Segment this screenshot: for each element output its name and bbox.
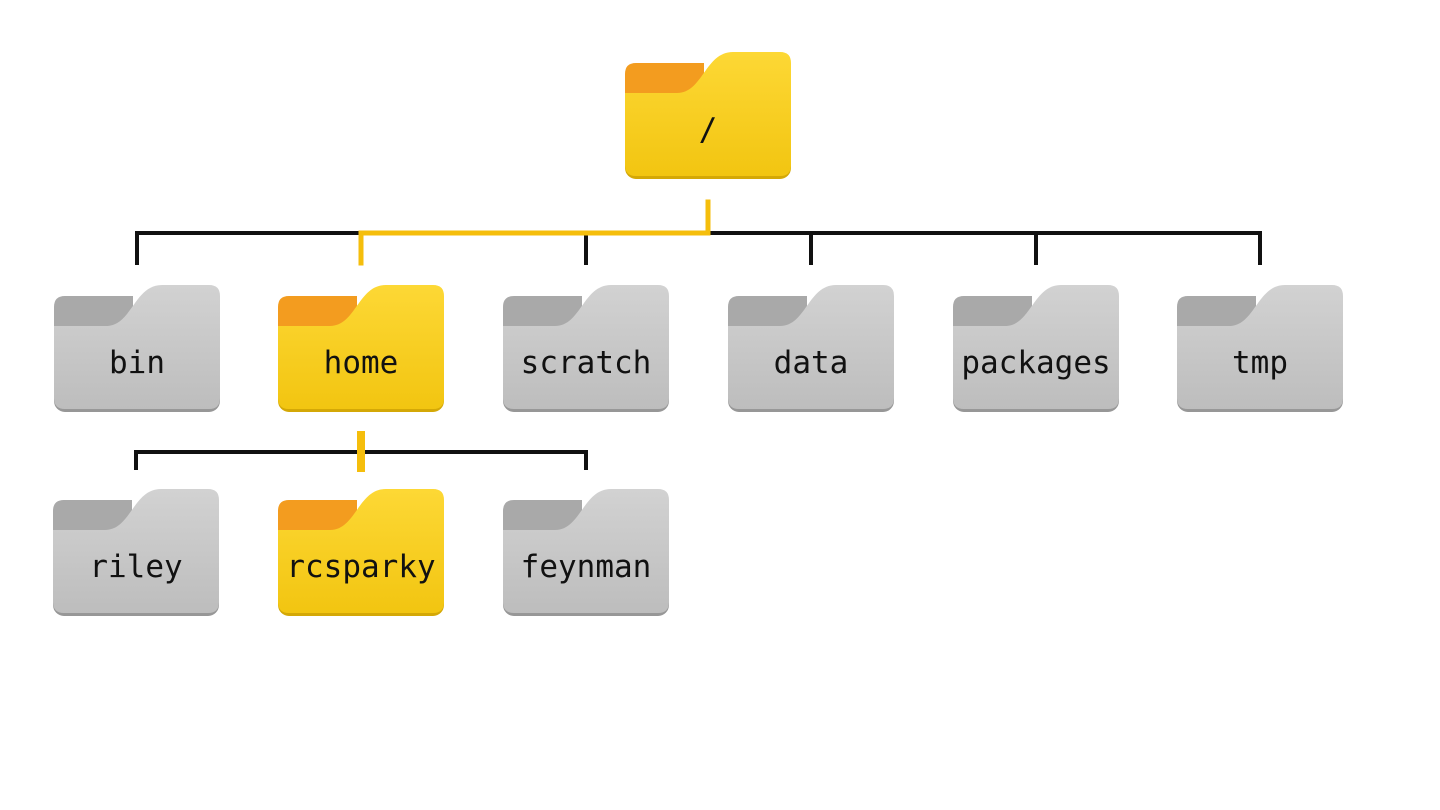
folder-label: feynman [521,549,652,585]
folder-label: bin [109,345,165,381]
folder-front [278,285,444,409]
folder-front [54,285,220,409]
folder-front [503,489,669,613]
folder-front [625,52,791,176]
folder-bin[interactable]: bin [54,285,220,412]
folder-scratch[interactable]: scratch [503,285,669,412]
folder-front [53,489,219,613]
folder-label: riley [89,549,182,585]
folder-label: rcsparky [286,549,435,585]
folder-label: / [699,112,718,148]
folder-label: tmp [1232,345,1288,381]
tree-connectors [134,199,1262,472]
folder-front [728,285,894,409]
tree-folders: / bin home scratch data packages tmp riley rcspa… [53,52,1343,616]
folder-rcsparky[interactable]: rcsparky [278,489,444,616]
folder-riley[interactable]: riley [53,489,219,616]
folder-feynman[interactable]: feynman [503,489,669,616]
folder-front [1177,285,1343,409]
folder-label: data [774,345,849,381]
folder-packages[interactable]: packages [953,285,1119,412]
folder-front [278,489,444,613]
folder-root[interactable]: / [625,52,791,179]
folder-home[interactable]: home [278,285,444,412]
folder-front [953,285,1119,409]
folder-label: packages [961,345,1110,381]
folder-tmp[interactable]: tmp [1177,285,1343,412]
folder-label: scratch [521,345,652,381]
folder-front [503,285,669,409]
folder-data[interactable]: data [728,285,894,412]
folder-label: home [324,345,399,381]
